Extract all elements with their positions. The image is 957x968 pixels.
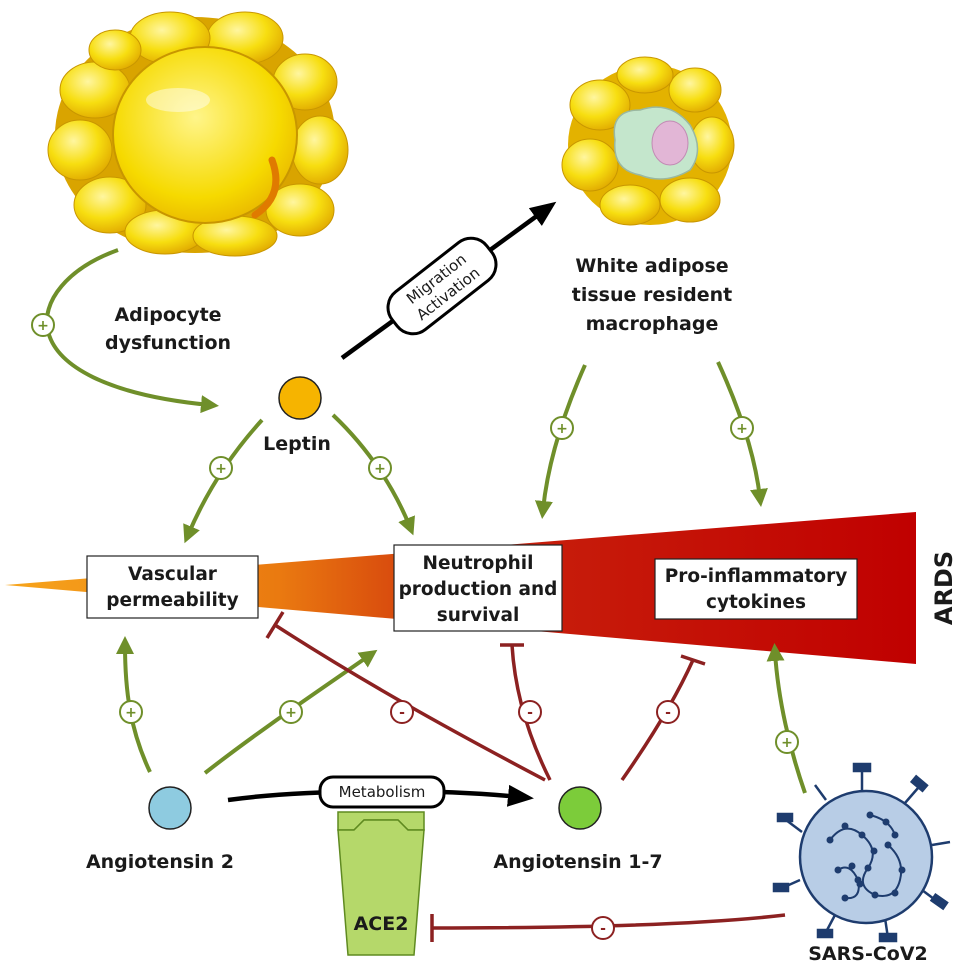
ace2-receptor: ACE2 [337,811,425,956]
svg-text:+: + [215,461,227,477]
ace2-label: ACE2 [354,913,409,935]
metabolism-pill: Metabolism [318,775,446,809]
svg-text:+: + [125,705,137,721]
svg-text:+: + [556,421,568,437]
plus-badge: + [119,700,143,724]
cytokines-box: Pro-inflammatory cytokines [654,558,858,620]
minus-badge: - [656,700,680,724]
vascular-line2: permeability [106,590,238,611]
adipocyte-label-line2: dysfunction [105,332,231,354]
metabolism-text: Metabolism [339,783,426,801]
adipose-tissue-illustration [47,11,349,257]
svg-text:+: + [37,318,49,334]
svg-text:+: + [285,705,297,721]
neutrophil-box: Neutrophil production and survival [393,544,563,632]
angiotensin17-molecule [558,786,602,830]
adipocyte-label-line1: Adipocyte [114,304,221,326]
macrophage-illustration [561,56,735,226]
plus-badge: + [550,416,574,440]
minus-badge: - [518,700,542,724]
vascular-line1: Vascular [128,564,218,585]
plus-badge: + [31,313,55,337]
minus-badge: - [390,700,414,724]
svg-text:+: + [781,735,793,751]
sars-cov2-label: SARS-CoV2 [808,943,928,965]
angiotensin2-label: Angiotensin 2 [86,851,234,873]
wat-label-line1: White adipose [575,255,728,277]
plus-badge: + [775,730,799,754]
svg-text:-: - [399,705,405,721]
ards-label: ARDS [930,551,957,625]
minus-badge: - [591,916,615,940]
leptin-molecule [278,376,322,420]
wat-label-line2: tissue resident [572,284,732,306]
neutrophil-line3: survival [437,605,520,626]
cytokines-line2: cytokines [706,592,806,613]
neutrophil-line1: Neutrophil [423,553,534,574]
svg-text:-: - [665,705,671,721]
inhibit-sars-to-ace2 [430,913,786,942]
plus-badge: + [279,700,303,724]
cytokines-line1: Pro-inflammatory [665,566,848,587]
neutrophil-line2: production and [399,579,558,600]
arrow-sars-to-cytokines [766,643,807,794]
plus-badge: + [730,416,754,440]
leptin-label: Leptin [263,433,331,455]
angiotensin17-label: Angiotensin 1-7 [493,851,662,873]
svg-text:+: + [374,461,386,477]
vascular-permeability-box: Vascular permeability [86,555,259,619]
plus-badge: + [368,456,392,480]
arrow-adipocyte-to-leptin [44,248,219,414]
svg-text:+: + [736,421,748,437]
svg-text:-: - [527,705,533,721]
svg-text:-: - [600,921,606,937]
sars-cov2-virus [772,762,951,943]
angiotensin2-molecule [148,786,192,830]
plus-badge: + [209,456,233,480]
migration-activation-pill: Migration Activation [386,236,498,336]
wat-label-line3: macrophage [586,313,719,335]
